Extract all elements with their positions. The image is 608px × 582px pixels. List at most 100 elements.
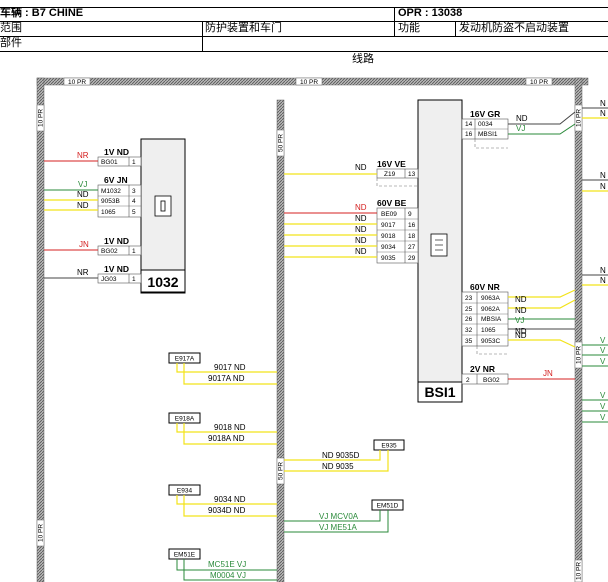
wire-color: ND (355, 236, 367, 245)
splice-line: M0004 VJ (210, 571, 246, 580)
splice-e917a: E917A 9017 ND 9017A ND (168, 352, 277, 385)
splice-line: 9034D ND (208, 506, 246, 515)
edge-label: N (600, 182, 606, 191)
edge-label: N (600, 276, 606, 285)
splice-name: E934 (177, 488, 193, 495)
edge-label: V (600, 336, 606, 345)
connector-label: 60V NR (470, 282, 500, 292)
harness-label: 10 PR (576, 562, 583, 580)
wire-color: ND (355, 214, 367, 223)
edge-label: N (600, 171, 606, 180)
pin-number: 1 (132, 248, 136, 255)
wire-code: MBSIA (481, 316, 502, 323)
splice-line: MC51E VJ (208, 560, 246, 569)
pin-number: 1 (132, 159, 136, 166)
component-name-bsi1: BSI1 (424, 384, 455, 400)
harness-label: 50 PR (278, 462, 285, 480)
pin-number: 32 (465, 327, 473, 334)
wire-color: ND (515, 327, 527, 336)
pin-number: 2 (466, 377, 470, 384)
pin-number: 9 (408, 211, 412, 218)
wire-color: ND (515, 306, 527, 315)
splice-e934: E934 9034 ND 9034D ND (168, 484, 277, 517)
harness-label: 10 PR (38, 524, 45, 542)
wire-color: JN (79, 240, 89, 249)
wire-code: BE09 (381, 211, 397, 218)
pin-number: 25 (465, 306, 473, 313)
connector-label: 16V VE (377, 159, 406, 169)
pin-number: 16 (408, 222, 416, 229)
component-bsi1: BSI1 16V GR 14 0034 16 MBSI1 ND VJ 16V V… (284, 99, 576, 403)
wire-color: ND (355, 247, 367, 256)
wire-code: 9053B (101, 198, 120, 205)
wire-code: 9062A (481, 306, 500, 313)
splice-name: E918A (175, 416, 195, 423)
connector-label: 6V JN (104, 175, 128, 185)
right-edge-wires: N N N N N N V V V V V V (582, 99, 608, 423)
splice-name: E935 (381, 443, 397, 450)
wire-code: 1065 (481, 327, 496, 334)
vehicle-title: 车辆 : B7 CHINE (0, 7, 84, 19)
wire-color: NR (77, 151, 89, 160)
section-title: 线路 (352, 53, 374, 65)
splice-e918a: E918A 9018 ND 9018A ND (168, 412, 277, 445)
wire-color: VJ (516, 124, 525, 133)
pin-number: 1 (132, 276, 136, 283)
splice-line: 9017 ND (214, 363, 246, 372)
wire-color: ND (516, 114, 528, 123)
wire-code: 9053C (481, 338, 500, 345)
edge-label: N (600, 99, 606, 108)
pin-number: 23 (465, 295, 473, 302)
edge-label: V (600, 413, 606, 422)
component-name-1032: 1032 (147, 274, 178, 290)
harness-label: 10 PR (68, 79, 86, 86)
wire-code: 9017 (381, 222, 396, 229)
wire-code: 0034 (478, 121, 493, 128)
harness-label: 10 PR (576, 346, 583, 364)
wire-color: ND (77, 201, 89, 210)
function-label: 功能 (398, 22, 420, 34)
opr-number: OPR : 13038 (398, 7, 463, 19)
wire-code: 9018 (381, 233, 396, 240)
connector-label: 1V ND (104, 147, 129, 157)
splice-em51e: EM51E MC51E VJ M0004 VJ (168, 548, 277, 581)
component-1032: 1032 1V ND BG01 1 NR 6V JN M1032 3 9053B… (44, 138, 186, 294)
pin-number: 26 (465, 316, 473, 323)
function-value: 发动机防盗不启动装置 (459, 22, 569, 34)
edge-label: V (600, 402, 606, 411)
wire-code: 9063A (481, 295, 500, 302)
wire-color: VJ (515, 316, 524, 325)
splice-name: EM51D (377, 503, 399, 510)
harness-label: 10 PR (530, 79, 548, 86)
wire-code: BG02 (483, 377, 500, 384)
wire-code: BG01 (101, 159, 118, 166)
wire-code: M1032 (101, 188, 121, 195)
splice-em51d: EM51D VJ MCV0A VJ ME51A (284, 499, 404, 533)
wire-color: ND (355, 203, 367, 212)
splice-name: E917A (175, 356, 195, 363)
splice-line: VJ MCV0A (319, 512, 359, 521)
edge-label: V (600, 391, 606, 400)
wire-code: 1065 (101, 209, 116, 216)
splice-line: VJ ME51A (319, 523, 357, 532)
wire-color: ND (355, 163, 367, 172)
pin-number: 27 (408, 244, 416, 251)
wire-color: ND (515, 295, 527, 304)
splice-line: 9017A ND (208, 374, 245, 383)
pin-number: 14 (465, 121, 473, 128)
wire-code: 9034 (381, 244, 396, 251)
splice-line: ND 9035 (322, 462, 354, 471)
edge-label: N (600, 109, 606, 118)
wire-code: JG03 (101, 276, 117, 283)
pin-number: 16 (465, 131, 473, 138)
splice-line: 9018 ND (214, 423, 246, 432)
wire-color: ND (77, 190, 89, 199)
pin-number: 13 (408, 171, 416, 178)
pin-number: 5 (132, 209, 136, 216)
splice-name: EM51E (174, 552, 196, 559)
splice-line: 9034 ND (214, 495, 246, 504)
splice-line: 9018A ND (208, 434, 245, 443)
wire-code: BG02 (101, 248, 118, 255)
scope-value: 防护装置和车门 (205, 22, 282, 34)
pin-number: 4 (132, 198, 136, 205)
